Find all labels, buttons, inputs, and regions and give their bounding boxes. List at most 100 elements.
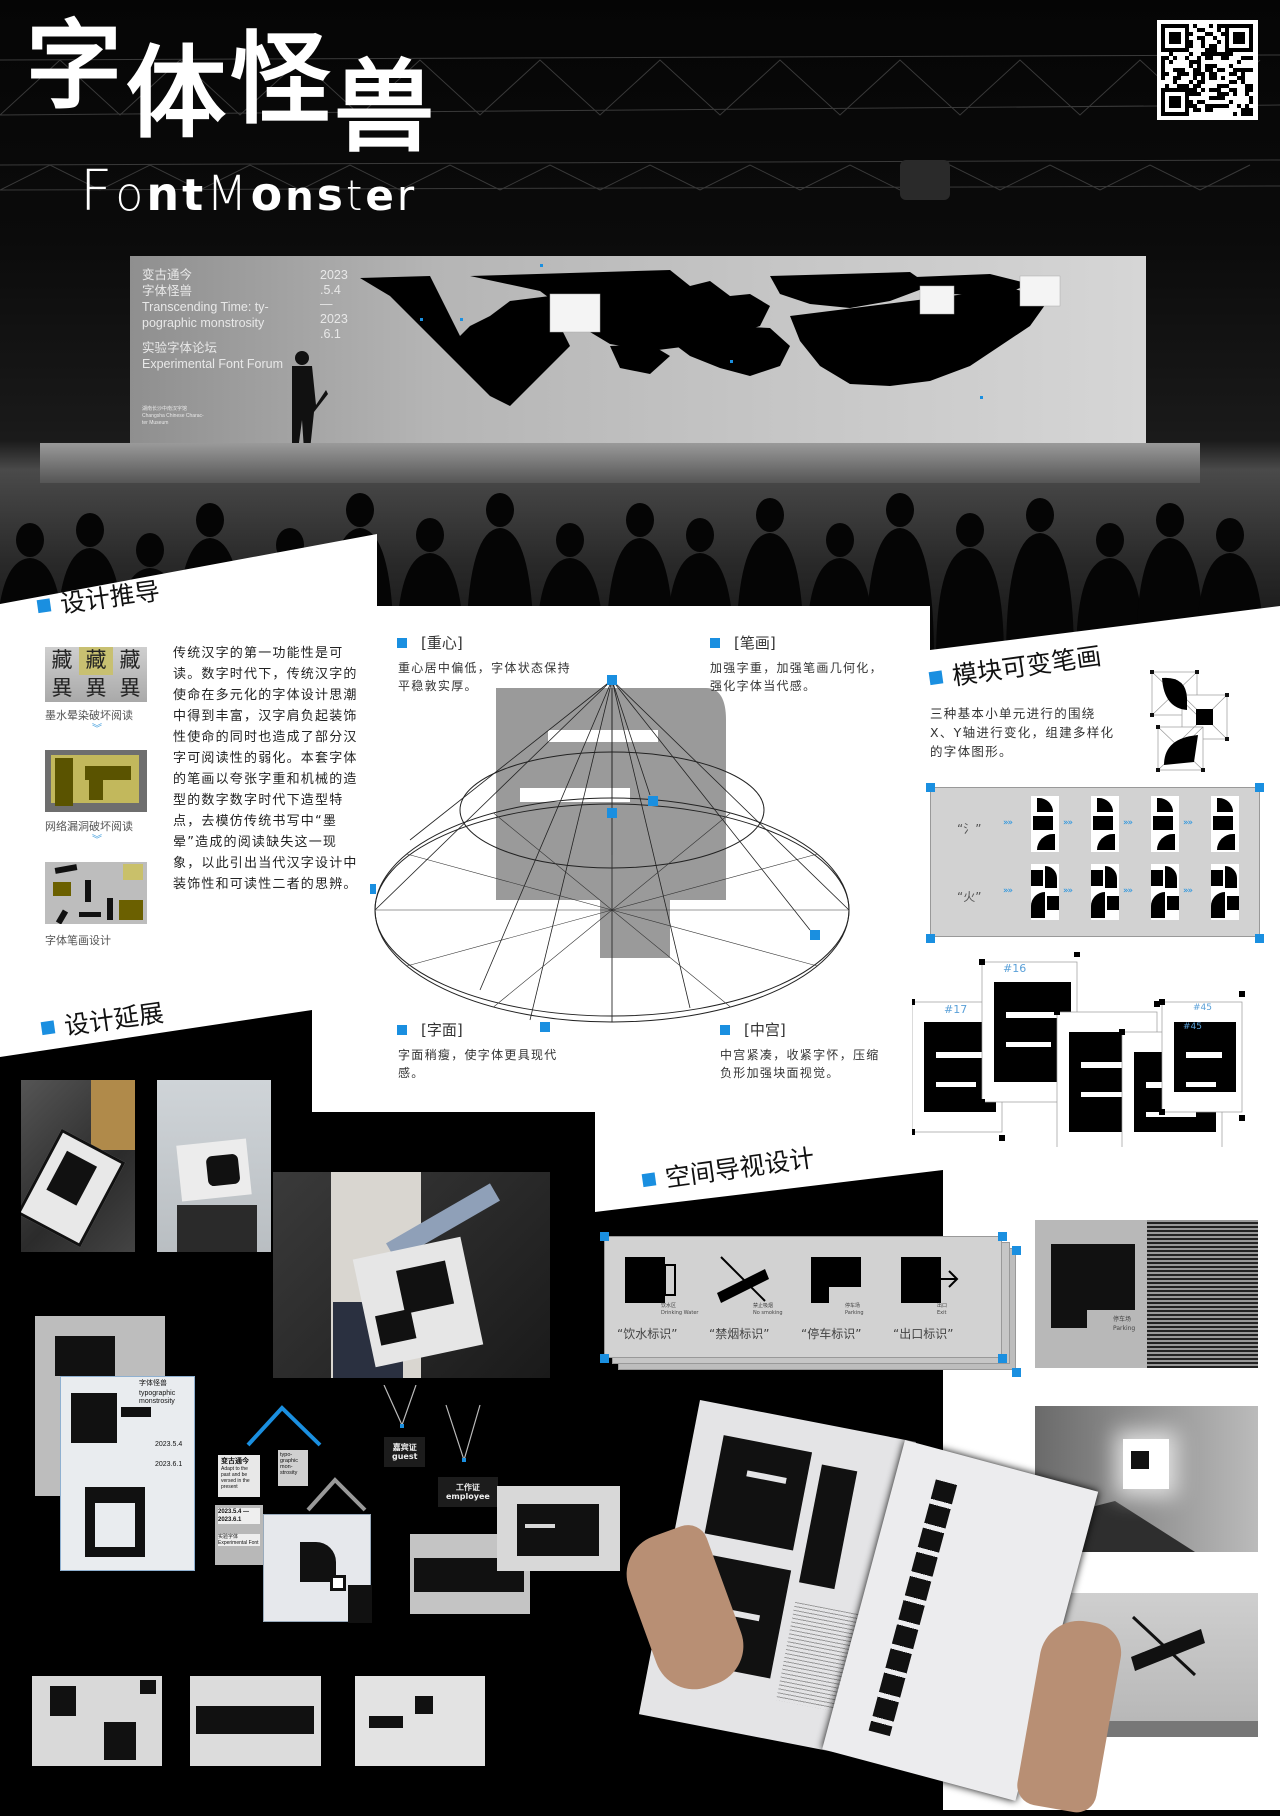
stroke-glyph [1091, 796, 1119, 852]
qr-module [1205, 104, 1209, 108]
qr-finder [1225, 24, 1253, 52]
qr-module [1209, 72, 1213, 76]
qr-module [1209, 96, 1213, 100]
subtitle-letter: M [206, 166, 248, 222]
screen-date-dash: — [320, 297, 333, 311]
sign-english-label: 禁止吸烟 [753, 1303, 774, 1309]
resize-handle[interactable] [998, 1232, 1007, 1241]
qr-module [1193, 76, 1197, 80]
qr-module [1193, 108, 1197, 112]
resize-handle[interactable] [600, 1354, 609, 1363]
parking-icon [807, 1253, 869, 1307]
qr-module [1217, 88, 1221, 92]
radial-line [611, 853, 818, 911]
label-text: [字面] [421, 1021, 463, 1039]
qr-module [1161, 76, 1165, 80]
sample-char: 藏 [51, 648, 73, 672]
qr-module [1229, 64, 1233, 68]
qr-finder-center [1233, 32, 1245, 44]
qr-module [1249, 68, 1253, 72]
resize-handle[interactable] [1255, 934, 1264, 943]
title-char: 兽 [334, 49, 434, 166]
anchor-handle[interactable] [607, 808, 617, 818]
qr-module [1213, 88, 1217, 92]
anchor-handle[interactable] [370, 884, 376, 894]
resize-handle[interactable] [998, 1354, 1007, 1363]
subtitle-letter: F [80, 159, 113, 224]
cube-tag: #45 [1183, 1022, 1202, 1032]
qr-module [1245, 68, 1249, 72]
qr-module [1205, 52, 1209, 56]
badge-text-en: guest [392, 1452, 418, 1461]
photo-parking-sign: 停车场 Parking [1035, 1220, 1258, 1368]
step-caption: 墨水晕染破坏阅读 [45, 709, 133, 722]
qr-module [1185, 84, 1189, 88]
stage-light [900, 160, 950, 200]
qr-module [1221, 32, 1225, 36]
resize-handle[interactable] [926, 934, 935, 943]
qr-module [1213, 96, 1217, 100]
photo-poster-carry [21, 1080, 135, 1252]
stroke-glyph [1031, 864, 1059, 920]
qr-module [1249, 100, 1253, 104]
qr-module [1181, 68, 1185, 72]
qr-module [1249, 88, 1253, 92]
subtitle-letter: e [365, 171, 394, 220]
photo-tote-bag [273, 1172, 550, 1378]
qr-module [1169, 52, 1173, 56]
photo-sign-en: Parking [1113, 1325, 1136, 1332]
qr-code-icon[interactable] [1157, 20, 1258, 120]
qr-module [1193, 88, 1197, 92]
qr-module [1189, 52, 1193, 56]
radial-line [611, 909, 731, 1008]
qr-module [1209, 56, 1213, 60]
glyph-cubes-illustration [912, 952, 1245, 1147]
anchor-handle[interactable] [540, 1022, 550, 1032]
resize-handle[interactable] [600, 1232, 609, 1241]
qr-module [1197, 60, 1201, 64]
qr-module [1233, 88, 1237, 92]
arrow-icon: »» [1123, 818, 1133, 828]
hanging-poster [263, 1514, 372, 1623]
qr-module [1217, 92, 1221, 96]
resize-handle[interactable] [1012, 1368, 1021, 1377]
qr-module [1193, 92, 1197, 96]
qr-module [1245, 56, 1249, 60]
stroke-glyph [1031, 796, 1059, 852]
label-text: [笔画] [734, 634, 776, 652]
qr-module [1201, 80, 1205, 84]
sign-english-label: No smoking [753, 1310, 783, 1316]
qr-module [1241, 76, 1245, 80]
anchor-handle[interactable] [607, 675, 617, 685]
radial-line [611, 812, 731, 911]
qr-module [1217, 96, 1221, 100]
resize-handle[interactable] [1012, 1246, 1021, 1255]
cube-vertex [1074, 952, 1080, 957]
sign-english-label: 停车场 [845, 1303, 861, 1309]
qr-module [1201, 36, 1205, 40]
subtitle-letter: r [396, 171, 415, 220]
label-text: [中宫] [744, 1021, 786, 1039]
qr-module [1225, 52, 1229, 56]
qr-module [1241, 112, 1245, 116]
horizontal-poster [190, 1676, 321, 1766]
qr-module [1177, 72, 1181, 76]
qr-module [1177, 84, 1181, 88]
stage-platform [40, 443, 1200, 483]
principle-desc: 字面稍瘦，使字体更具现代感。 [398, 1048, 558, 1080]
stroke-glyph [1211, 796, 1239, 852]
resize-handle[interactable] [926, 783, 935, 792]
anchor-handle[interactable] [648, 796, 658, 806]
anchor-handle[interactable] [810, 930, 820, 940]
qr-module [1201, 72, 1205, 76]
sign-label: “出口标识” [893, 1327, 954, 1341]
qr-module [1241, 80, 1245, 84]
qr-module [1209, 24, 1213, 28]
qr-module [1193, 84, 1197, 88]
poster-date: 2023.5.4 [155, 1441, 183, 1448]
cube-vertex [979, 959, 985, 965]
cone-line [479, 679, 613, 991]
resize-handle[interactable] [1255, 783, 1264, 792]
qr-module [1205, 68, 1209, 72]
qr-module [1225, 56, 1229, 60]
